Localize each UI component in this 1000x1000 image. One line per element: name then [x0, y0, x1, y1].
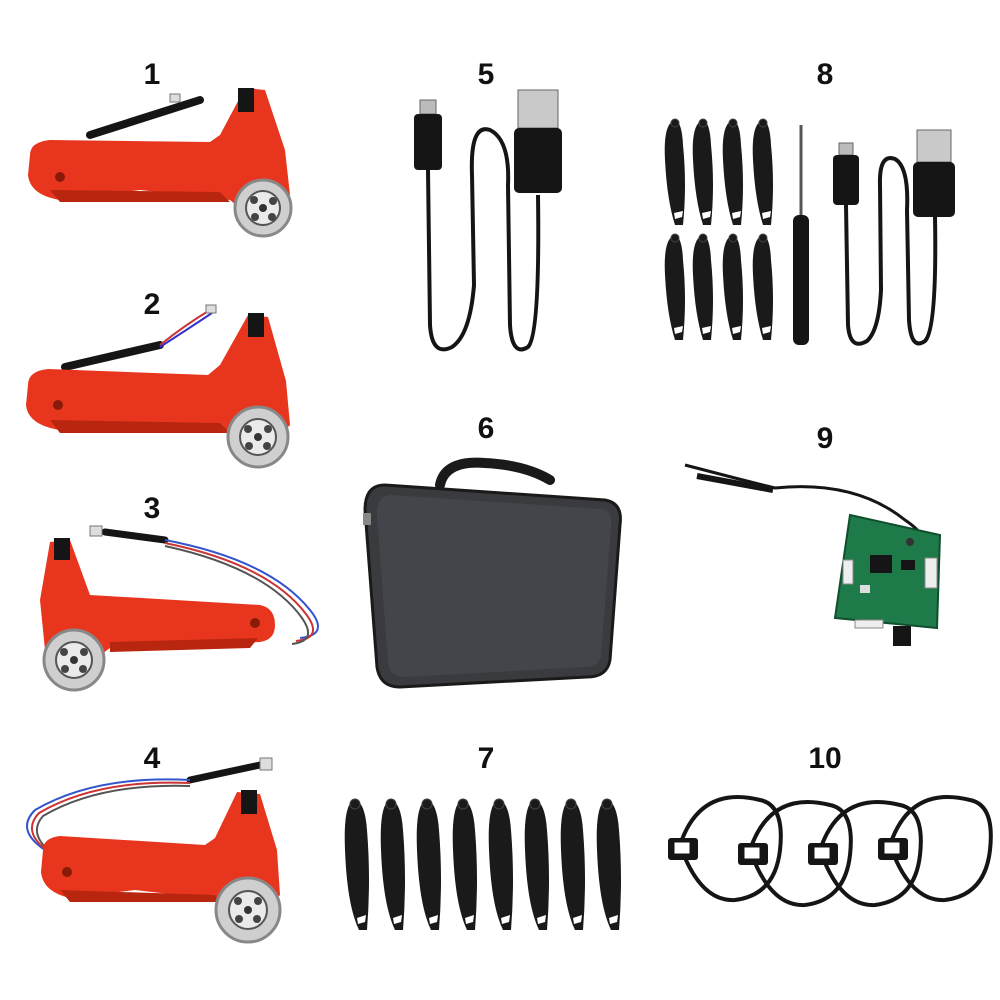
- label-3: 3: [143, 492, 161, 525]
- motor-arm-4: [15, 750, 305, 970]
- label-8: 8: [816, 58, 834, 91]
- carrying-case: [355, 455, 630, 695]
- label-10: 10: [808, 742, 842, 775]
- label-5: 5: [477, 58, 495, 91]
- spare-parts-kit: [655, 115, 955, 355]
- label-1: 1: [143, 58, 161, 91]
- usb-cable: [400, 85, 580, 365]
- label-6: 6: [477, 412, 495, 445]
- motor-arm-1: [20, 80, 300, 240]
- propeller-set-8: [335, 790, 635, 940]
- label-4: 4: [143, 742, 161, 775]
- propeller-guards: [660, 790, 993, 930]
- label-2: 2: [143, 288, 161, 321]
- label-9: 9: [816, 422, 834, 455]
- receiver-board: [655, 460, 955, 660]
- motor-arm-3: [30, 520, 340, 700]
- label-7: 7: [477, 742, 495, 775]
- motor-arm-2: [20, 304, 300, 475]
